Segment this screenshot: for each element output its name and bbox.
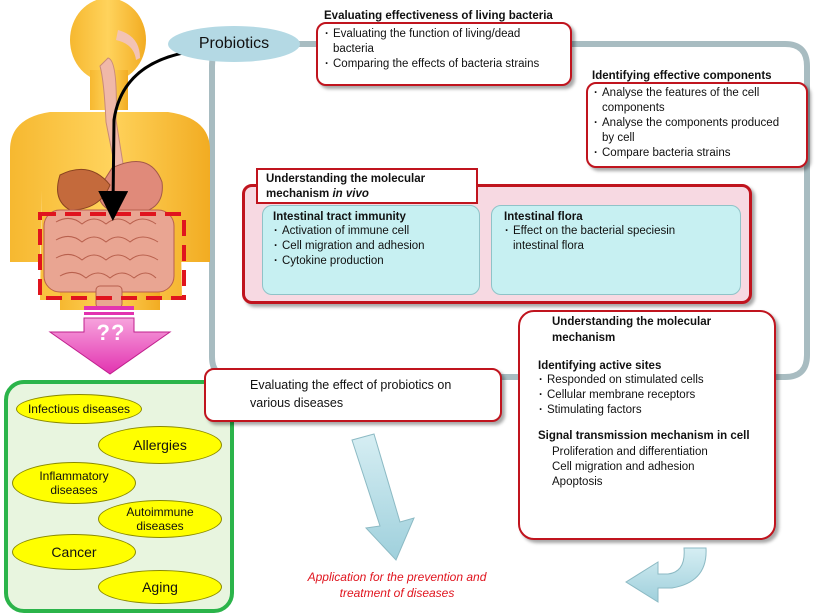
identifying-components-item: Compare bacteria strains <box>593 146 800 161</box>
identifying-components-item: Analyse the features of the cell compone… <box>593 86 782 116</box>
question-marks: ?? <box>96 320 126 345</box>
signal-transmission-line: Proliferation and differentiation <box>552 446 708 458</box>
active-sites-item: Responded on stimulated cells <box>538 373 764 388</box>
signal-transmission-title: Signal transmission mechanism in cell <box>538 430 750 442</box>
evaluating-diseases-text: Evaluating the effect of probiotics on v… <box>250 378 452 410</box>
intestinal-flora-item: Effect on the bacterial speciesin intest… <box>504 224 723 254</box>
pink-down-arrow <box>48 306 172 375</box>
evaluating-living-box: Evaluating the function of living/dead b… <box>316 22 572 86</box>
ingestion-arrow <box>98 50 189 221</box>
disease-infectious: Infectious diseases <box>16 394 142 424</box>
disease-inflammatory: Inflammatory diseases <box>12 462 136 504</box>
intestinal-immunity-item: Activation of immune cell <box>273 224 469 239</box>
molecular-mechanism-title: Understanding the molecular mechanism <box>552 316 712 344</box>
probiotics-ellipse: Probiotics <box>168 26 300 62</box>
molecular-in-vivo-title-box: Understanding the molecular mechanism in… <box>256 168 478 204</box>
active-sites-item: Stimulating factors <box>538 403 764 418</box>
molecular-mechanism-box: Understanding the molecular mechanism Id… <box>518 310 776 540</box>
active-sites-item: Cellular membrane receptors <box>538 388 764 403</box>
evaluating-diseases-box: Evaluating the effect of probiotics on v… <box>204 368 502 422</box>
in-vivo-italic: in vivo <box>332 188 369 200</box>
cyan-down-arrow <box>351 433 415 561</box>
identifying-components-box: Analyse the features of the cell compone… <box>586 82 808 168</box>
signal-transmission-line: Apoptosis <box>552 476 603 488</box>
evaluating-living-item: Evaluating the function of living/dead b… <box>324 27 548 57</box>
active-sites-title: Identifying active sites <box>538 360 662 372</box>
disease-allergies: Allergies <box>98 426 222 464</box>
intestinal-immunity-box: Intestinal tract immunity Activation of … <box>262 205 480 295</box>
evaluating-living-item: Comparing the effects of bacteria strain… <box>324 57 564 72</box>
disease-autoimmune: Autoimmune diseases <box>98 500 222 538</box>
application-text: Application for the prevention and treat… <box>307 570 487 600</box>
intestinal-immunity-item: Cell migration and adhesion <box>273 239 469 254</box>
disease-cancer: Cancer <box>12 534 136 570</box>
molecular-in-vivo-title: Understanding the molecular mechanism <box>266 173 426 200</box>
identifying-components-item: Analyse the components produced by cell <box>593 116 782 146</box>
intestinal-flora-box: Intestinal flora Effect on the bacterial… <box>491 205 741 295</box>
intestinal-immunity-title: Intestinal tract immunity <box>273 211 406 223</box>
probiotics-label: Probiotics <box>198 35 270 52</box>
cyan-curved-arrow <box>625 547 707 603</box>
evaluating-living-title: Evaluating effectiveness of living bacte… <box>324 10 553 22</box>
signal-transmission-line: Cell migration and adhesion <box>552 461 695 473</box>
disease-aging: Aging <box>98 570 222 604</box>
identifying-components-title: Identifying effective components <box>592 70 772 82</box>
intestinal-flora-title: Intestinal flora <box>504 211 583 223</box>
intestinal-immunity-item: Cytokine production <box>273 254 469 269</box>
